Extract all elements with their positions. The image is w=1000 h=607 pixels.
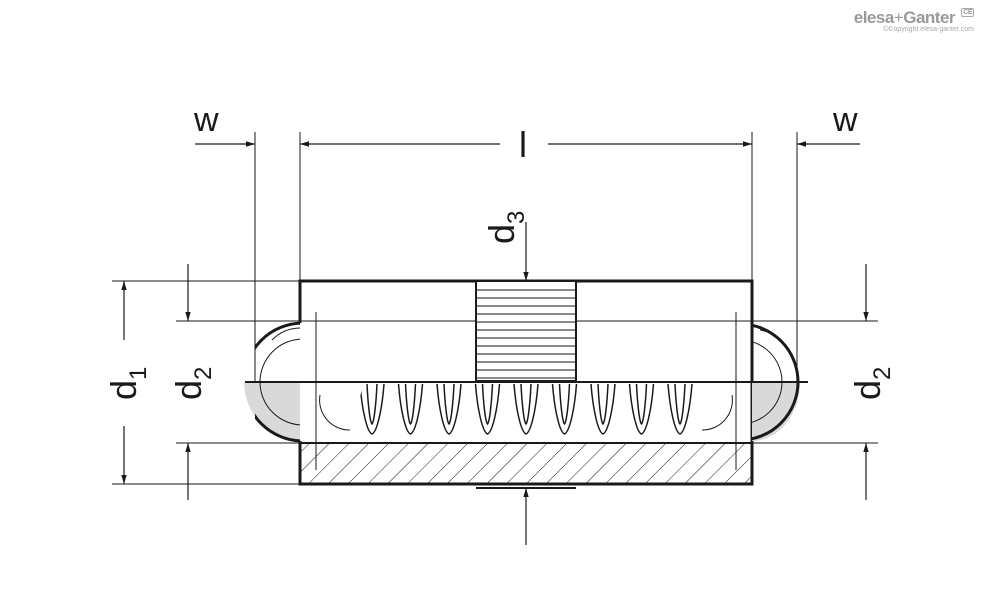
spring-coil bbox=[551, 383, 578, 435]
svg-text:d3: d3 bbox=[481, 211, 530, 244]
spring-coil bbox=[513, 383, 539, 435]
extension-lines bbox=[112, 132, 878, 485]
spring-coil-inner bbox=[674, 383, 686, 426]
label-d2-left: d2 bbox=[168, 367, 217, 400]
threaded-insert bbox=[475, 280, 577, 382]
spring-coil bbox=[667, 383, 693, 435]
spring-coil-inner bbox=[635, 383, 648, 426]
spring-coil bbox=[397, 383, 424, 435]
spring-coil-inner bbox=[597, 383, 609, 426]
spring-coil bbox=[590, 383, 616, 435]
base-section-hatched bbox=[301, 444, 751, 483]
svg-text:d1: d1 bbox=[103, 367, 152, 400]
spring-coil-inner bbox=[481, 383, 494, 426]
spring-coil bbox=[359, 383, 385, 435]
brand-logo: elesa+Ganter CE bbox=[853, 8, 974, 27]
spring bbox=[359, 383, 693, 435]
spring-coil-inner bbox=[404, 383, 417, 426]
ce-mark-icon: CE bbox=[961, 8, 974, 17]
brand-watermark: elesa+Ganter CE ©Copyright elesa-ganter.… bbox=[854, 8, 974, 33]
label-l: l bbox=[519, 124, 527, 165]
spring-coil-inner bbox=[558, 383, 571, 426]
spring-coil-inner bbox=[366, 383, 378, 426]
spring-coil bbox=[436, 383, 462, 435]
label-d2-right: d2 bbox=[847, 367, 896, 400]
svg-text:d2: d2 bbox=[168, 367, 217, 400]
spring-coil bbox=[628, 383, 655, 435]
brand-copyright: ©Copyright elesa-ganter.com bbox=[883, 26, 974, 33]
spring-coil-inner bbox=[443, 383, 455, 426]
spring-coil bbox=[474, 383, 501, 435]
label-d3: d3 bbox=[481, 211, 530, 244]
spring-coil-inner bbox=[520, 383, 532, 426]
label-w-left: w bbox=[193, 101, 219, 139]
label-w-right: w bbox=[832, 101, 858, 139]
dimension-arrows bbox=[121, 141, 869, 545]
label-d1: d1 bbox=[103, 367, 152, 400]
svg-text:d2: d2 bbox=[847, 367, 896, 400]
